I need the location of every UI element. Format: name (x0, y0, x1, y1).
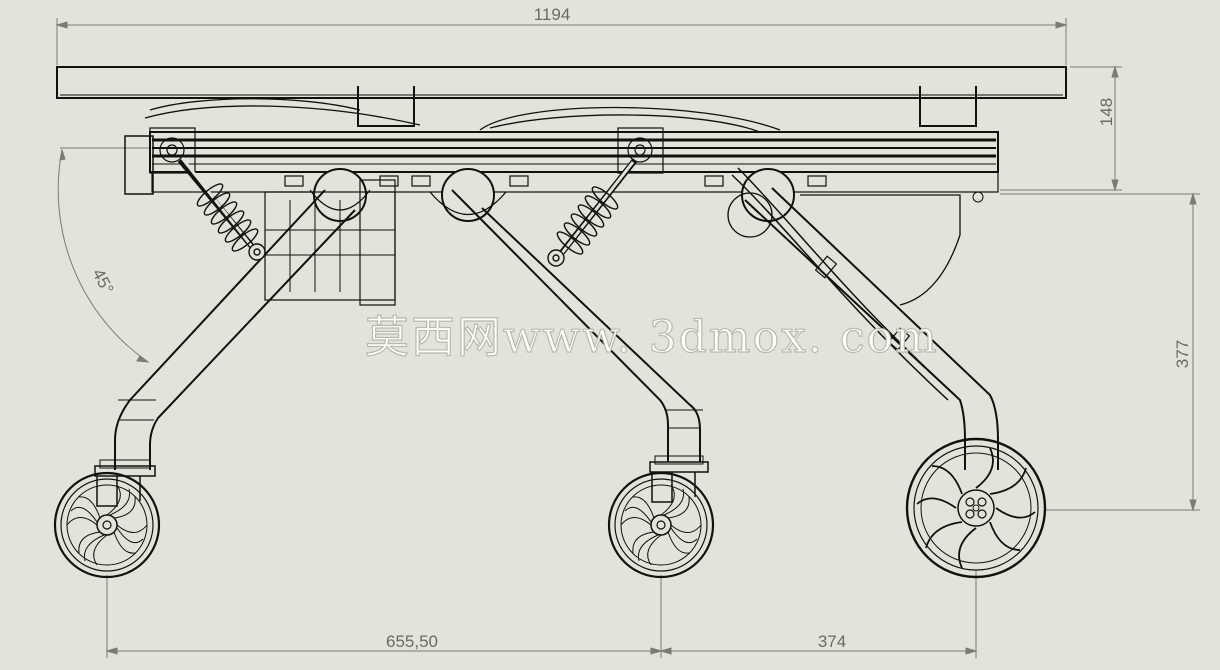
wheel-left (53, 471, 161, 579)
stretcher-frame (56, 66, 1067, 507)
dim-wheelbase-left: 655,50 (386, 632, 438, 651)
wheel-middle (607, 471, 715, 579)
dim-overall-length: 1194 (534, 5, 571, 24)
wheel-right (905, 437, 1047, 579)
dimension-labels: 1194 148 377 45° 655,50 374 (88, 5, 1192, 651)
watermark: 莫西网www. 3dmox. com (365, 312, 939, 363)
dimension-lines (55, 18, 1200, 658)
dim-mid-height: 377 (1173, 340, 1192, 368)
dim-top-height: 148 (1097, 98, 1116, 126)
dim-angle: 45° (88, 266, 117, 298)
dim-wheelbase-right: 374 (818, 632, 846, 651)
